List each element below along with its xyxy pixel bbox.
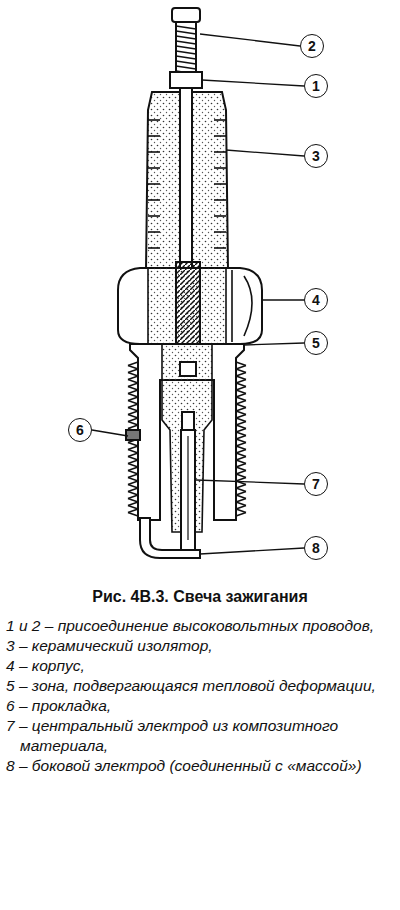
callout-circle: 6 (68, 418, 92, 442)
figure-title: Рис. 4В.3. Свеча зажигания (6, 588, 394, 606)
callout-number: 3 (312, 149, 320, 163)
key-item: 7 – центральный электрод из композитного… (6, 716, 390, 756)
callout-circle: 3 (304, 144, 328, 168)
callout-number: 8 (312, 541, 320, 555)
callout-number: 7 (312, 477, 320, 491)
callout-circle: 8 (304, 536, 328, 560)
key-item: 3 – керамический изолятор, (6, 636, 390, 656)
callout-number: 2 (308, 39, 316, 53)
key-item: 4 – корпус, (6, 656, 390, 676)
key-list: 1 и 2 – присоединение высоковольтных про… (6, 616, 390, 776)
callout-circle: 2 (300, 34, 324, 58)
key-item: 8 – боковой электрод (соединенный с «мас… (6, 756, 390, 776)
key-item: 5 – зона, подвергающаяся тепловой деформ… (6, 676, 390, 696)
spark-plug-illustration (0, 0, 400, 580)
callout-number: 5 (312, 336, 320, 350)
key-item: 6 – прокладка, (6, 696, 390, 716)
callout-number: 6 (76, 423, 84, 437)
callout-number: 1 (312, 79, 320, 93)
callout-circle: 4 (304, 288, 328, 312)
callout-circle: 5 (304, 331, 328, 355)
key-item: 1 и 2 – присоединение высоковольтных про… (6, 616, 390, 636)
callout-circle: 1 (304, 74, 328, 98)
callout-number: 4 (312, 293, 320, 307)
callout-circle: 7 (304, 472, 328, 496)
